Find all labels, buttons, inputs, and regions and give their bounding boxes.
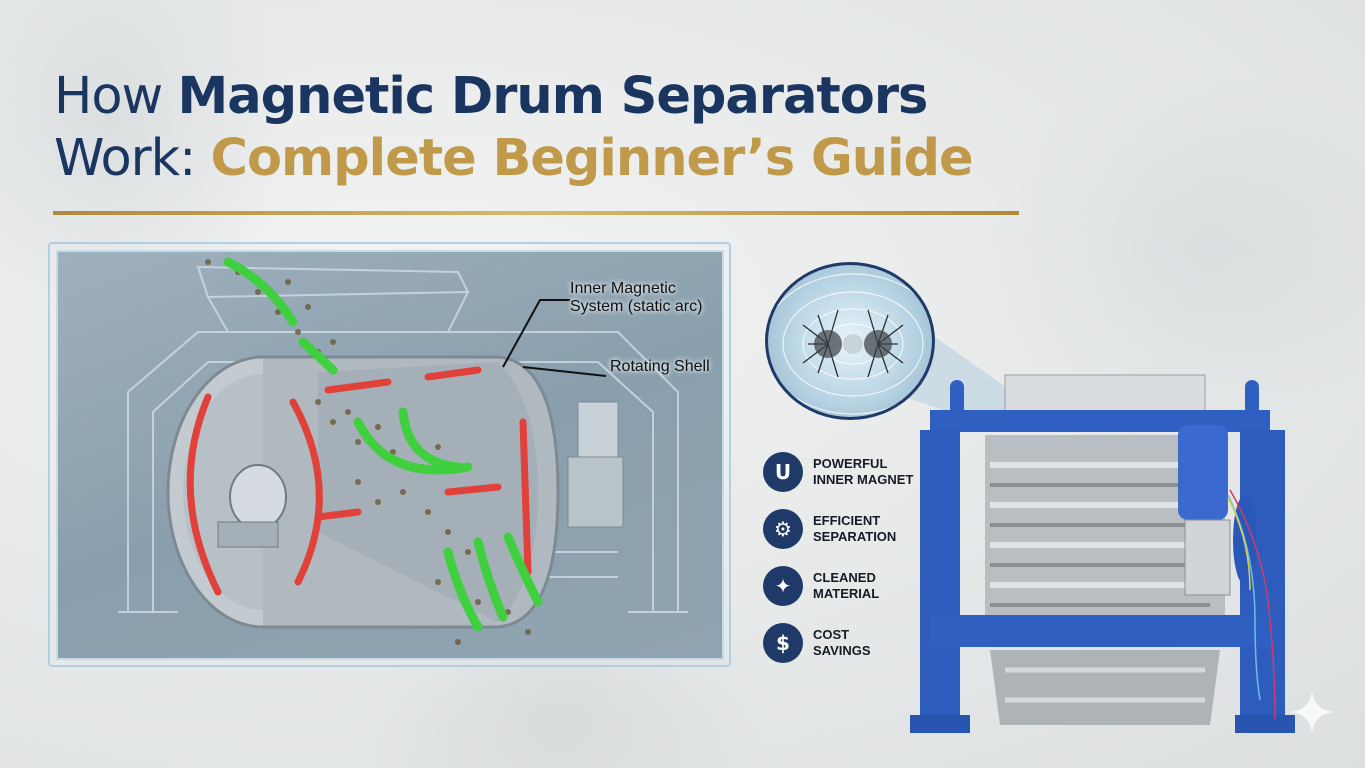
magnet-icon: U bbox=[763, 452, 803, 492]
feature-label: CLEANED MATERIAL bbox=[813, 570, 880, 601]
feature-cost-savings: $ COST SAVINGS bbox=[763, 623, 933, 663]
feature-label: EFFICIENT SEPARATION bbox=[813, 513, 897, 544]
field-lines-icon bbox=[768, 273, 932, 415]
feature-list: U POWERFUL INNER MAGNET ⚙ EFFICIENT SEPA… bbox=[763, 452, 933, 680]
title-line-2: Work: Complete Beginner’s Guide bbox=[54, 128, 1034, 190]
feature-powerful-inner-magnet: U POWERFUL INNER MAGNET bbox=[763, 452, 933, 492]
sparkle-icon: ✦ bbox=[763, 566, 803, 606]
drum-separator-machine-photo bbox=[910, 374, 1295, 733]
drum-illustration bbox=[118, 257, 688, 645]
label-inner-magnetic-system: Inner Magnetic System (static arc) bbox=[570, 280, 703, 315]
title-divider bbox=[53, 211, 1019, 215]
title-line-1: How Magnetic Drum Separators bbox=[54, 66, 1034, 128]
title-highlight-2: Complete Beginner’s Guide bbox=[210, 129, 974, 188]
sparkle-watermark-icon bbox=[1290, 690, 1334, 734]
magnetic-field-icon bbox=[765, 262, 935, 420]
dollar-icon: $ bbox=[763, 623, 803, 663]
title-prefix-2: Work: bbox=[54, 129, 211, 188]
feature-label: POWERFUL INNER MAGNET bbox=[813, 456, 914, 487]
title-highlight-1: Magnetic Drum Separators bbox=[177, 67, 928, 126]
feature-cleaned-material: ✦ CLEANED MATERIAL bbox=[763, 566, 933, 606]
feature-efficient-separation: ⚙ EFFICIENT SEPARATION bbox=[763, 509, 933, 549]
page-title: How Magnetic Drum Separators Work: Compl… bbox=[54, 66, 1034, 190]
gears-icon: ⚙ bbox=[763, 509, 803, 549]
title-prefix-1: How bbox=[54, 67, 178, 126]
diagram-frame bbox=[48, 242, 731, 667]
feature-label: COST SAVINGS bbox=[813, 627, 871, 658]
drum-separator-diagram: Inner Magnetic System (static arc) Rotat… bbox=[56, 250, 724, 660]
label-rotating-shell: Rotating Shell bbox=[610, 358, 710, 375]
